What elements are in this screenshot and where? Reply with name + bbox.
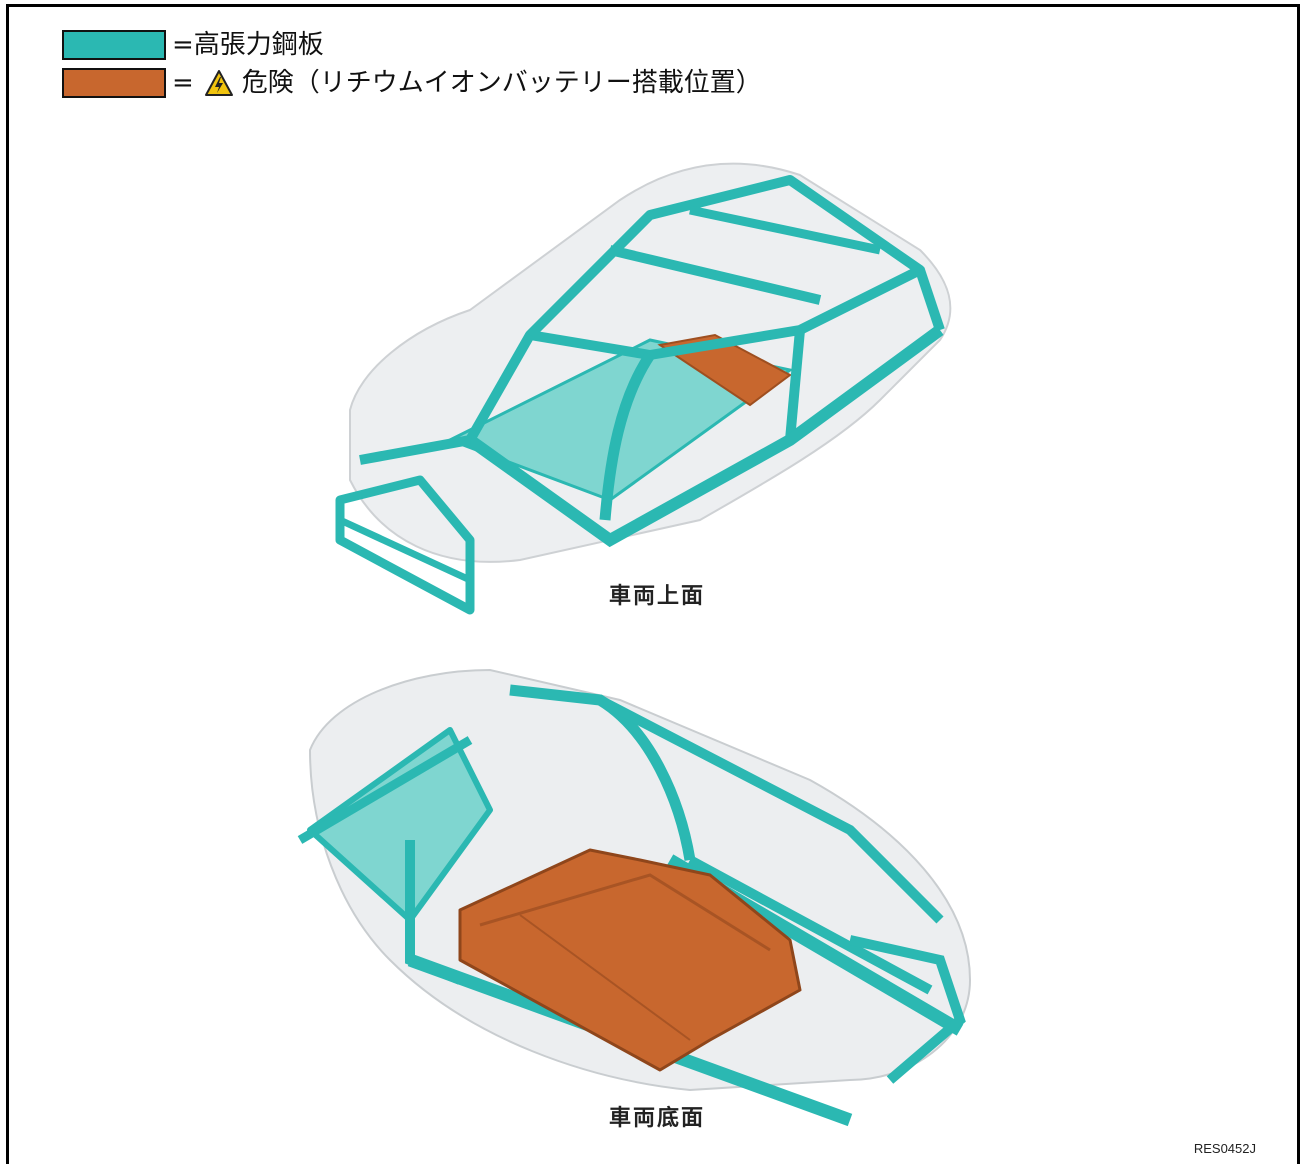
caption-top-view: 車両上面 bbox=[609, 584, 706, 609]
caption-underside-view: 車両底面 bbox=[609, 1106, 706, 1131]
legend-label-steel: =高張力鋼板 bbox=[172, 30, 324, 60]
legend-prefix: = bbox=[172, 68, 194, 98]
legend-item-high-tensile-steel: =高張力鋼板 bbox=[62, 30, 324, 60]
legend-item-battery-danger: = 危険（リチウムイオンバッテリー搭載位置） bbox=[62, 68, 762, 98]
legend-swatch-steel bbox=[62, 30, 166, 60]
figure-frame bbox=[6, 4, 1300, 1164]
legend-swatch-battery bbox=[62, 68, 166, 98]
legend-label-battery: 危険（リチウムイオンバッテリー搭載位置） bbox=[241, 68, 762, 98]
high-voltage-warning-icon bbox=[204, 70, 233, 96]
figure-code: RES0452J bbox=[1193, 1141, 1256, 1156]
car-body-underside-view bbox=[297, 668, 972, 1127]
car-body-top-view bbox=[335, 162, 952, 615]
